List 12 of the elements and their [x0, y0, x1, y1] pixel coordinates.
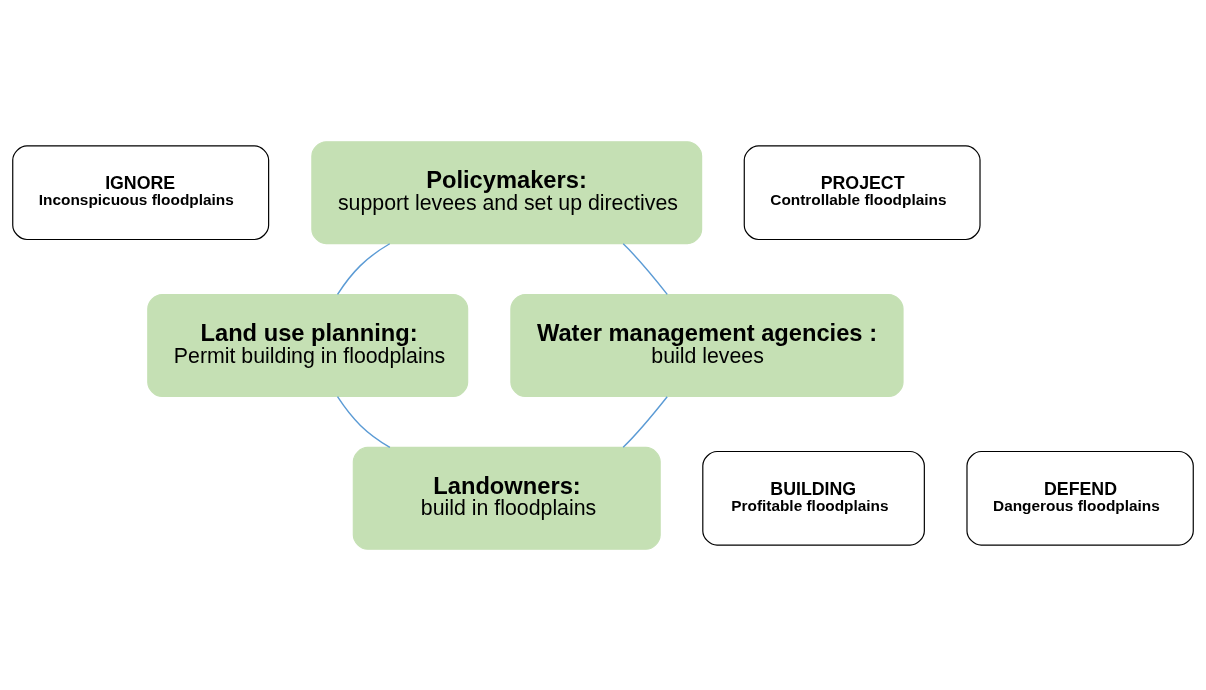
node-box: IGNORE Inconspicuous floodplains: [12, 144, 270, 240]
node-box: Landowners: build in floodplains: [352, 446, 661, 550]
node-box: Land use planning: Permit building in floodplains: [147, 293, 469, 397]
connector: [336, 242, 391, 295]
connector: [622, 242, 668, 295]
node-box: PROJECT Controllable floodplains: [743, 144, 981, 240]
connector: [622, 395, 668, 448]
connector: [336, 395, 391, 448]
node-box: Policymakers: support levees and set up directives: [311, 140, 703, 244]
node-box: Water management agencies : build levees: [510, 293, 904, 397]
node-box: BUILDING Profitable floodplains: [702, 450, 925, 546]
node-box: DEFEND Dangerous floodplains: [966, 450, 1194, 546]
